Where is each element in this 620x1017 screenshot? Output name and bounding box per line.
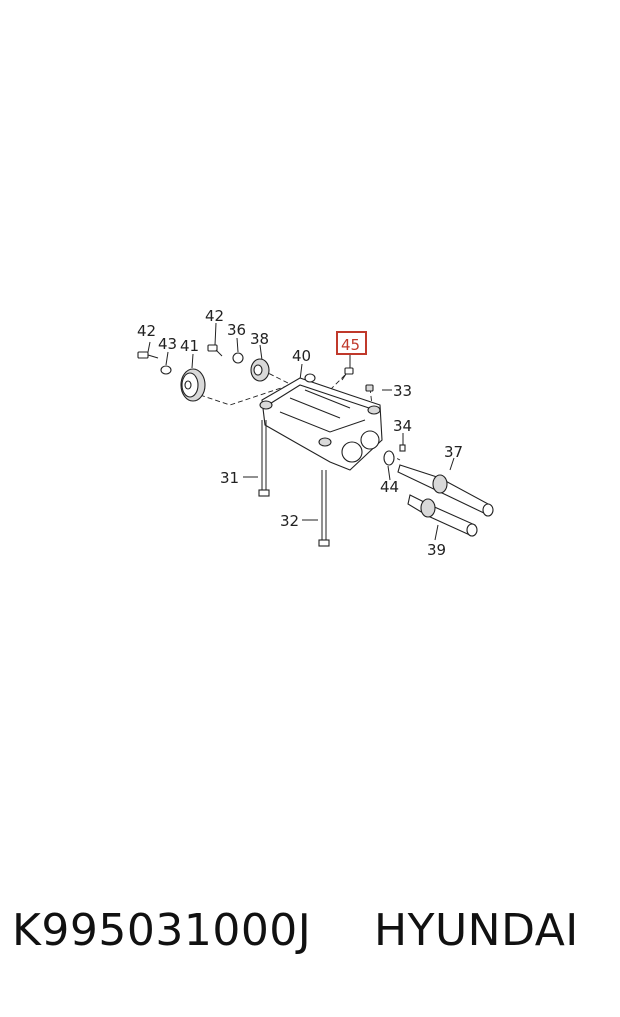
callout-40: 40: [292, 347, 311, 365]
callout-32: 32: [280, 512, 299, 530]
balance-shaft-39: [407, 494, 478, 537]
brand-name: HYUNDAI: [374, 905, 579, 956]
housing-40: [259, 373, 383, 471]
long-bolt-31: [258, 420, 270, 497]
callout-37: 37: [444, 443, 463, 461]
callout-36: 36: [227, 321, 246, 339]
callout-41: 41: [180, 337, 199, 355]
washer-43: [160, 365, 172, 375]
callout-31: 31: [220, 469, 239, 487]
callout-33: 33: [393, 382, 412, 400]
balance-shaft-37: [397, 464, 494, 517]
long-bolt-32: [318, 470, 330, 547]
callout-42-right: 42: [205, 307, 224, 325]
callout-42-left: 42: [137, 322, 156, 340]
gear-41: [180, 368, 206, 402]
callout-34: 34: [393, 417, 412, 435]
callout-39: 39: [427, 541, 446, 559]
assembly-lines: [147, 322, 455, 541]
bolt-45: [341, 367, 354, 381]
pin-34: [399, 444, 406, 452]
seal-44: [383, 450, 395, 466]
highlight-box-45: [336, 331, 367, 355]
callout-44: 44: [380, 478, 399, 496]
callout-38: 38: [250, 330, 269, 348]
callout-45: 45: [341, 336, 360, 354]
part-number: K995031000J: [12, 905, 312, 956]
plug-33: [365, 384, 374, 392]
bearing-38: [250, 358, 270, 382]
callout-43: 43: [158, 335, 177, 353]
exploded-parts-diagram: 42 43 41 42 36 38 40 45 33 34 37 44 31 3…: [137, 307, 494, 559]
bolt-42-left: [137, 351, 159, 359]
washer-36: [232, 352, 244, 364]
caption-bar: K995031000J HYUNDAI: [0, 905, 620, 975]
bolt-42-right: [207, 344, 223, 357]
